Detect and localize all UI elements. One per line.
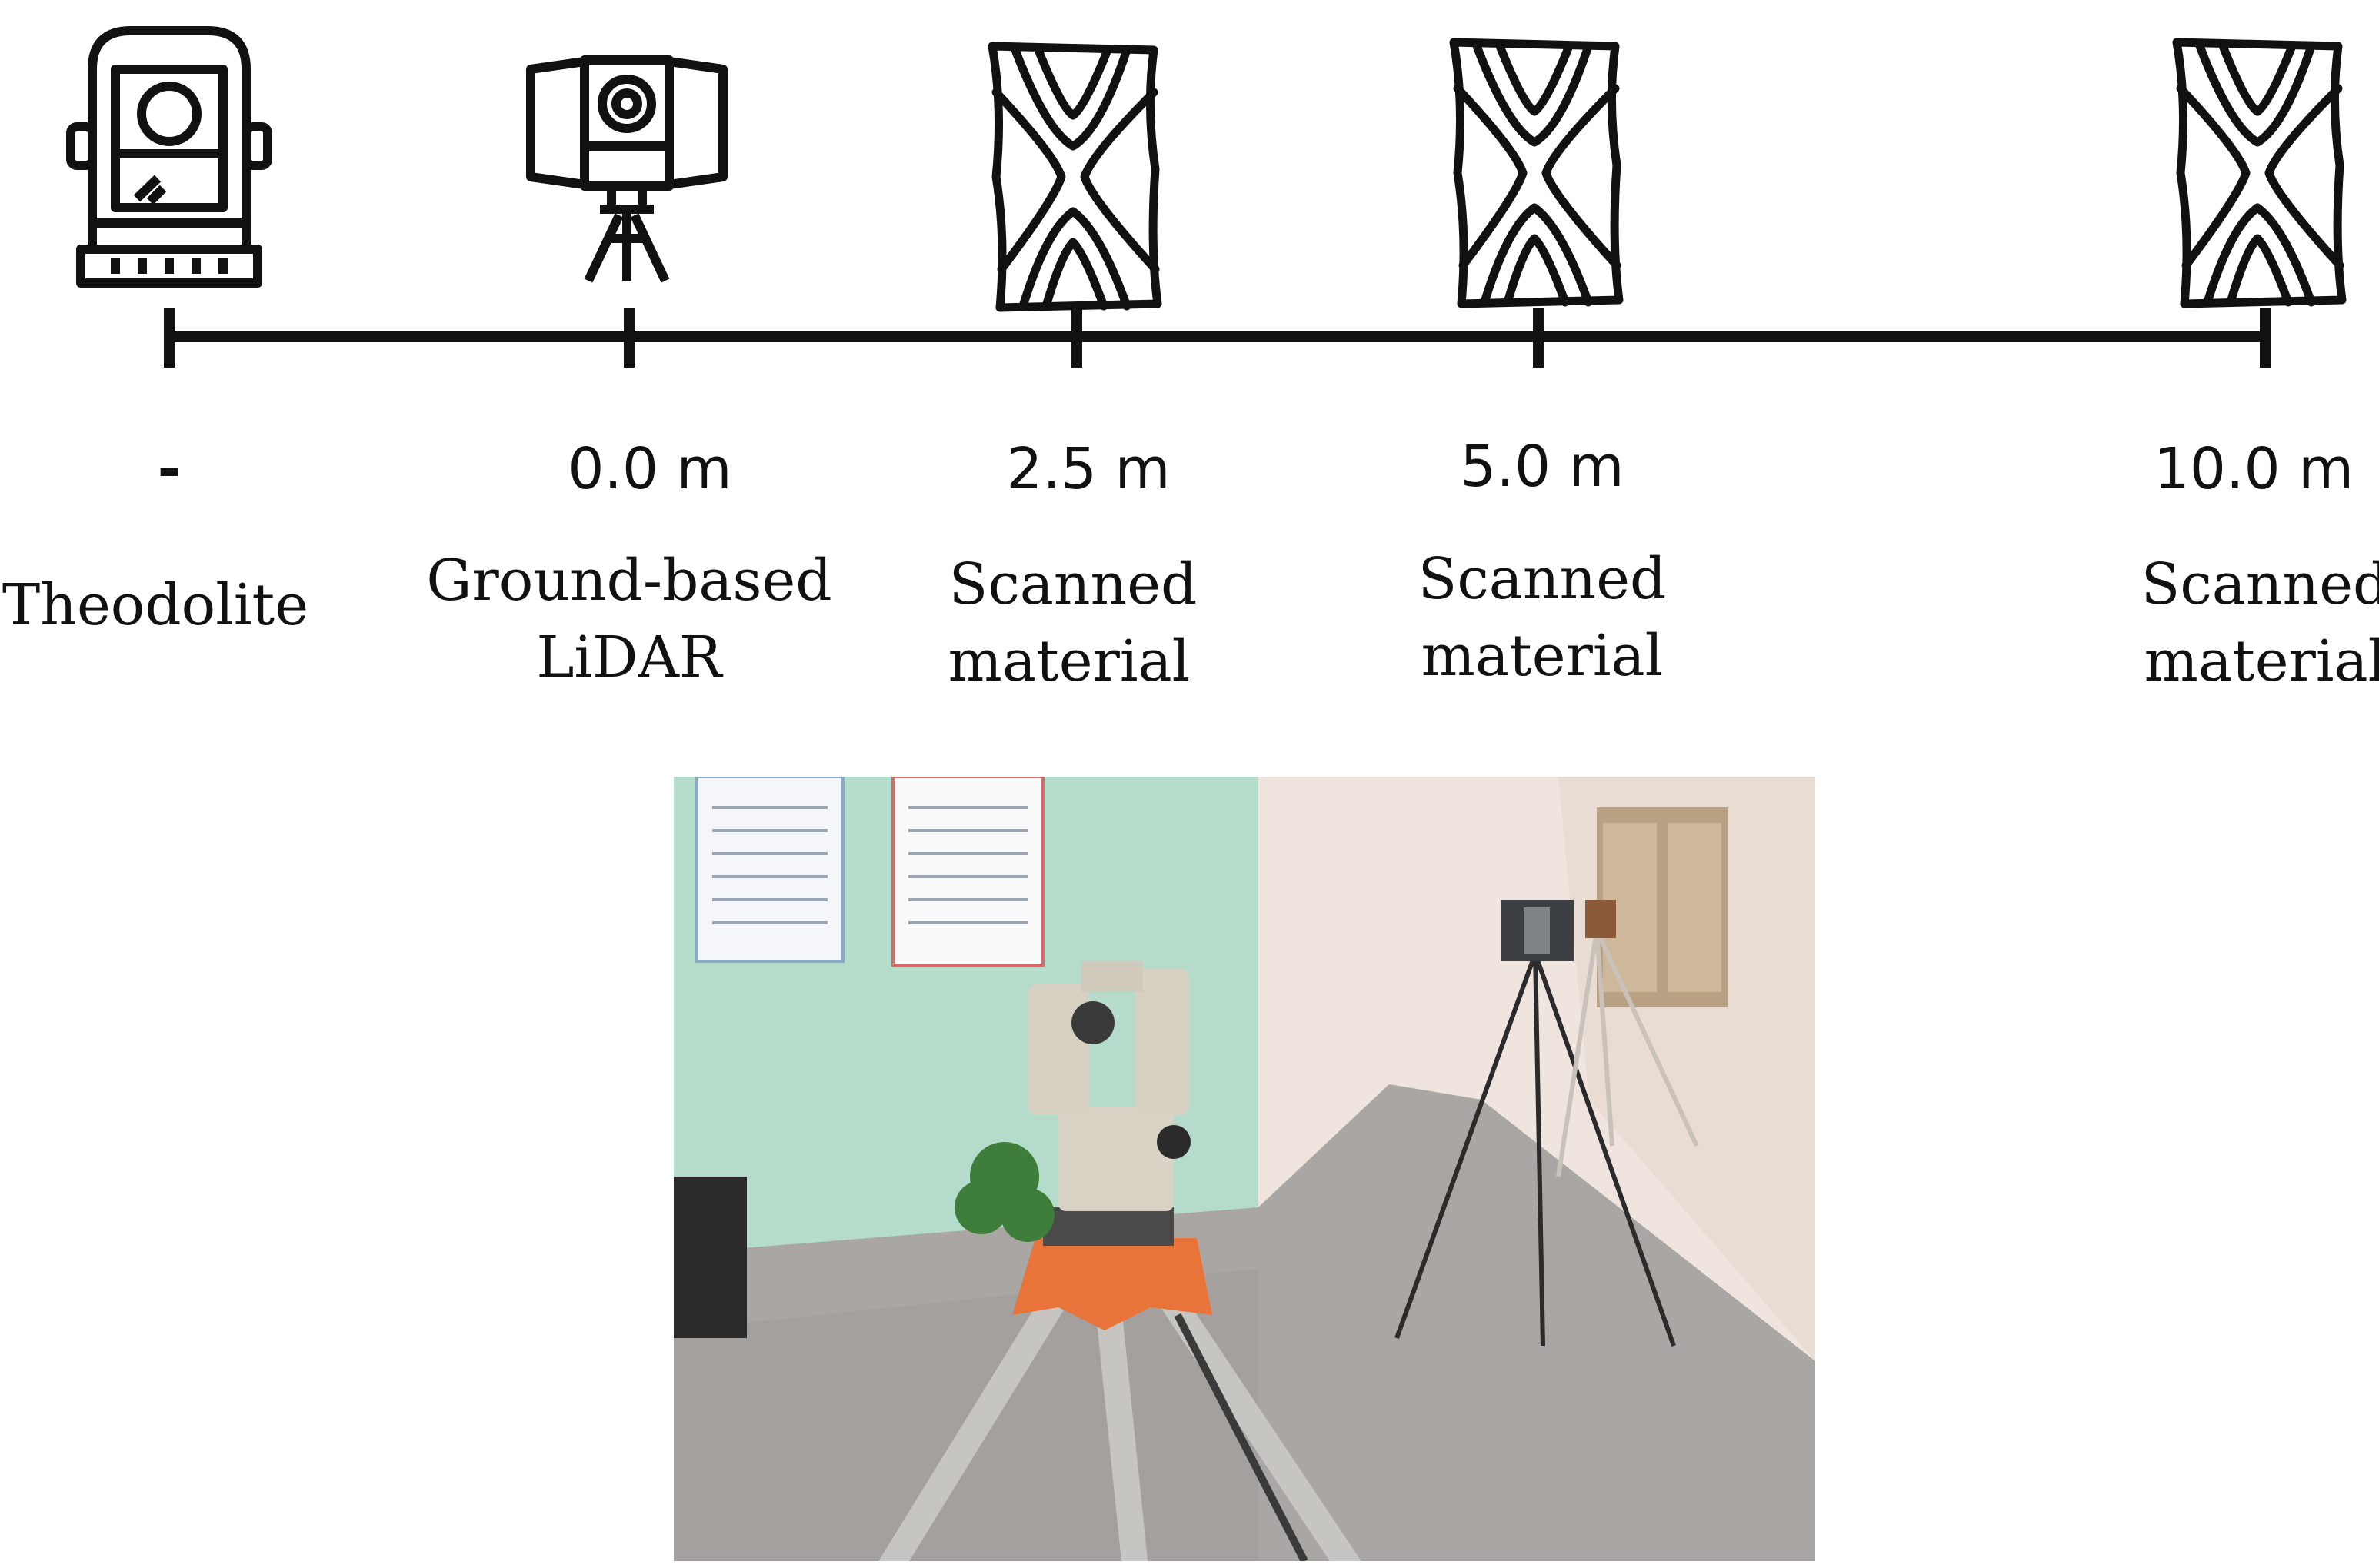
label-material-1-line2: material: [948, 628, 1191, 694]
label-lidar-line1: Ground-based: [426, 548, 831, 614]
label-material-1-line1: Scanned: [949, 551, 1198, 618]
theodolite-icon: [66, 26, 272, 288]
label-material-3-line1: Scanned: [2141, 551, 2379, 618]
wood-grain-icon: [2172, 38, 2347, 308]
label-material-2-line2: material: [1421, 623, 1664, 689]
label-material-2-line1: Scanned: [1418, 546, 1667, 612]
lidar-scanner-icon: [526, 55, 728, 283]
distance-material-2: 5.0 m: [1460, 434, 1624, 500]
distance-theodolite: -: [158, 436, 182, 502]
label-material-3-line2: material: [2144, 628, 2379, 694]
theodolite-and-lidar-in-corridor-photo: [674, 777, 1815, 1561]
distance-lidar: 0.0 m: [568, 436, 731, 502]
wood-grain-icon: [988, 42, 1162, 312]
distance-material-3: 10.0 m: [2154, 436, 2354, 502]
label-lidar-line2: LiDAR: [536, 624, 724, 691]
distance-material-1: 2.5 m: [1006, 436, 1170, 502]
label-theodolite: Theodolite: [2, 572, 308, 638]
wood-grain-icon: [1449, 38, 1624, 308]
